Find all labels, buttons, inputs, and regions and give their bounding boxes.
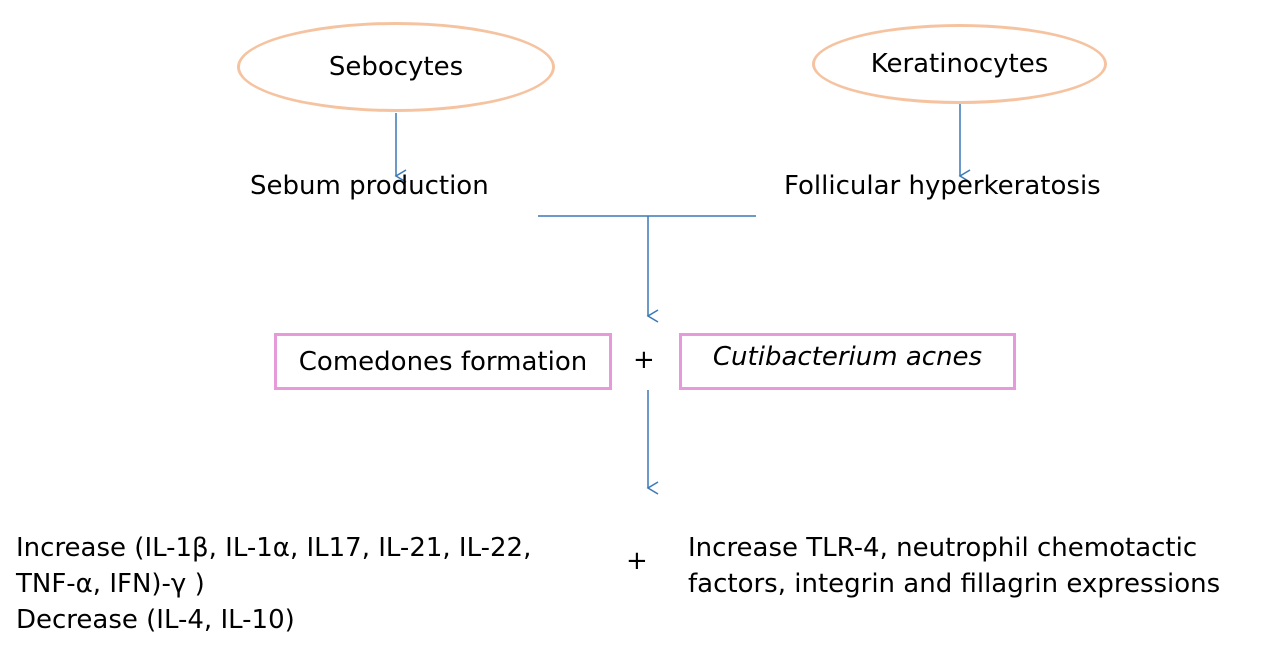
cutibacterium-acnes-label: Cutibacterium acnes: [712, 342, 983, 372]
expression-increase-line-1: Increase TLR-4, neutrophil chemotactic: [688, 533, 1198, 563]
expression-increase-line-2: factors, integrin and fillagrin expressi…: [688, 569, 1221, 599]
comedones-formation-label: Comedones formation: [298, 346, 588, 377]
follicular-hyperkeratosis-label: Follicular hyperkeratosis: [784, 171, 1101, 201]
keratinocytes-oval: Keratinocytes: [812, 24, 1107, 104]
cytokine-changes-text: Increase (IL-1β, IL-1α, IL17, IL-21, IL-…: [16, 530, 531, 638]
sebocytes-oval: Sebocytes: [237, 22, 555, 112]
cutibacterium-acnes-box: Cutibacterium acnes: [679, 333, 1016, 390]
sebum-production-label: Sebum production: [250, 171, 489, 201]
plus-sign-bottom: +: [626, 546, 648, 576]
comedones-formation-box: Comedones formation: [274, 333, 612, 390]
plus-sign-middle: +: [633, 345, 655, 375]
cytokine-decrease-line: Decrease (IL-4, IL-10): [16, 605, 295, 635]
keratinocytes-label: Keratinocytes: [870, 49, 1049, 79]
sebocytes-label: Sebocytes: [328, 52, 464, 82]
expression-changes-text: Increase TLR-4, neutrophil chemotactic f…: [688, 530, 1220, 602]
cytokine-increase-line-2: TNF-α, IFN)-γ ): [16, 569, 205, 599]
cytokine-increase-line-1: Increase (IL-1β, IL-1α, IL17, IL-21, IL-…: [16, 533, 532, 563]
